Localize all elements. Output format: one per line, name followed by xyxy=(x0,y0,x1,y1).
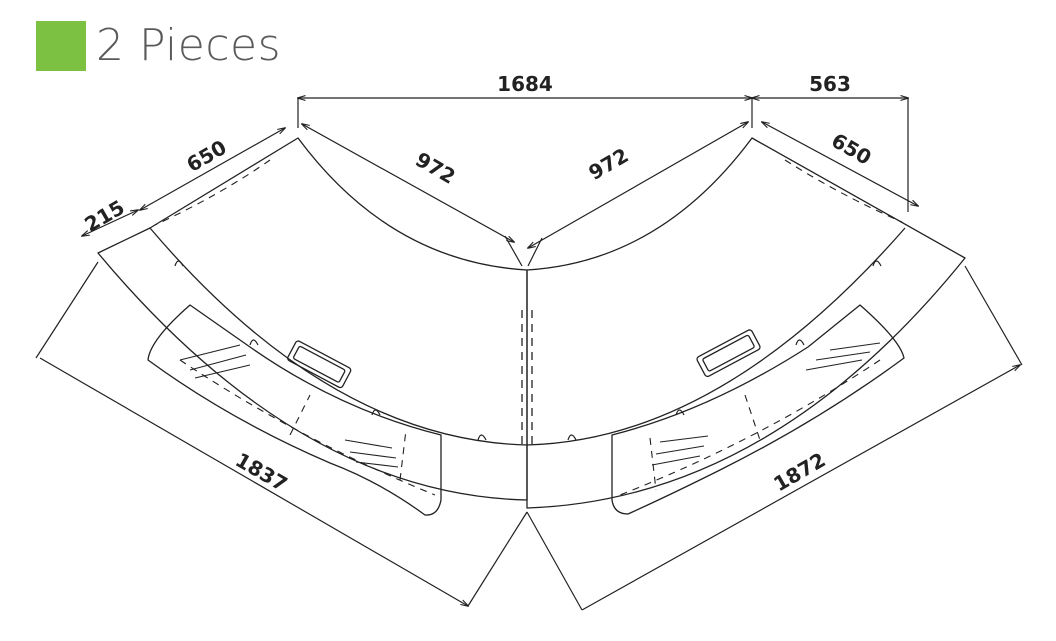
right-desk-outline xyxy=(526,137,966,509)
dim-650-left: 650 xyxy=(182,135,230,177)
left-grommet-inner xyxy=(293,345,346,383)
left-hidden-edge xyxy=(154,159,271,226)
green-square-icon xyxy=(36,21,86,71)
dim-972-right: 972 xyxy=(584,143,632,185)
dim-1837: 1837 xyxy=(231,448,291,497)
dim-1684: 1684 xyxy=(497,72,553,96)
page-title: 2 Pieces xyxy=(96,20,282,71)
right-return-panel xyxy=(611,304,905,515)
left-grommet xyxy=(287,340,352,389)
dim-650-right: 650 xyxy=(827,128,875,170)
left-panel-hidden xyxy=(179,359,436,496)
inner-shelf-line xyxy=(149,227,906,446)
right-grommet-inner xyxy=(702,334,755,372)
right-grommet xyxy=(696,329,761,378)
dim-215: 215 xyxy=(80,195,128,237)
dim-972-left: 972 xyxy=(411,147,459,189)
header: 2 Pieces xyxy=(36,18,281,74)
left-desk-outline xyxy=(97,137,528,501)
left-return-panel xyxy=(147,304,442,516)
right-panel-hidden xyxy=(619,359,881,496)
dim-563: 563 xyxy=(809,72,851,96)
